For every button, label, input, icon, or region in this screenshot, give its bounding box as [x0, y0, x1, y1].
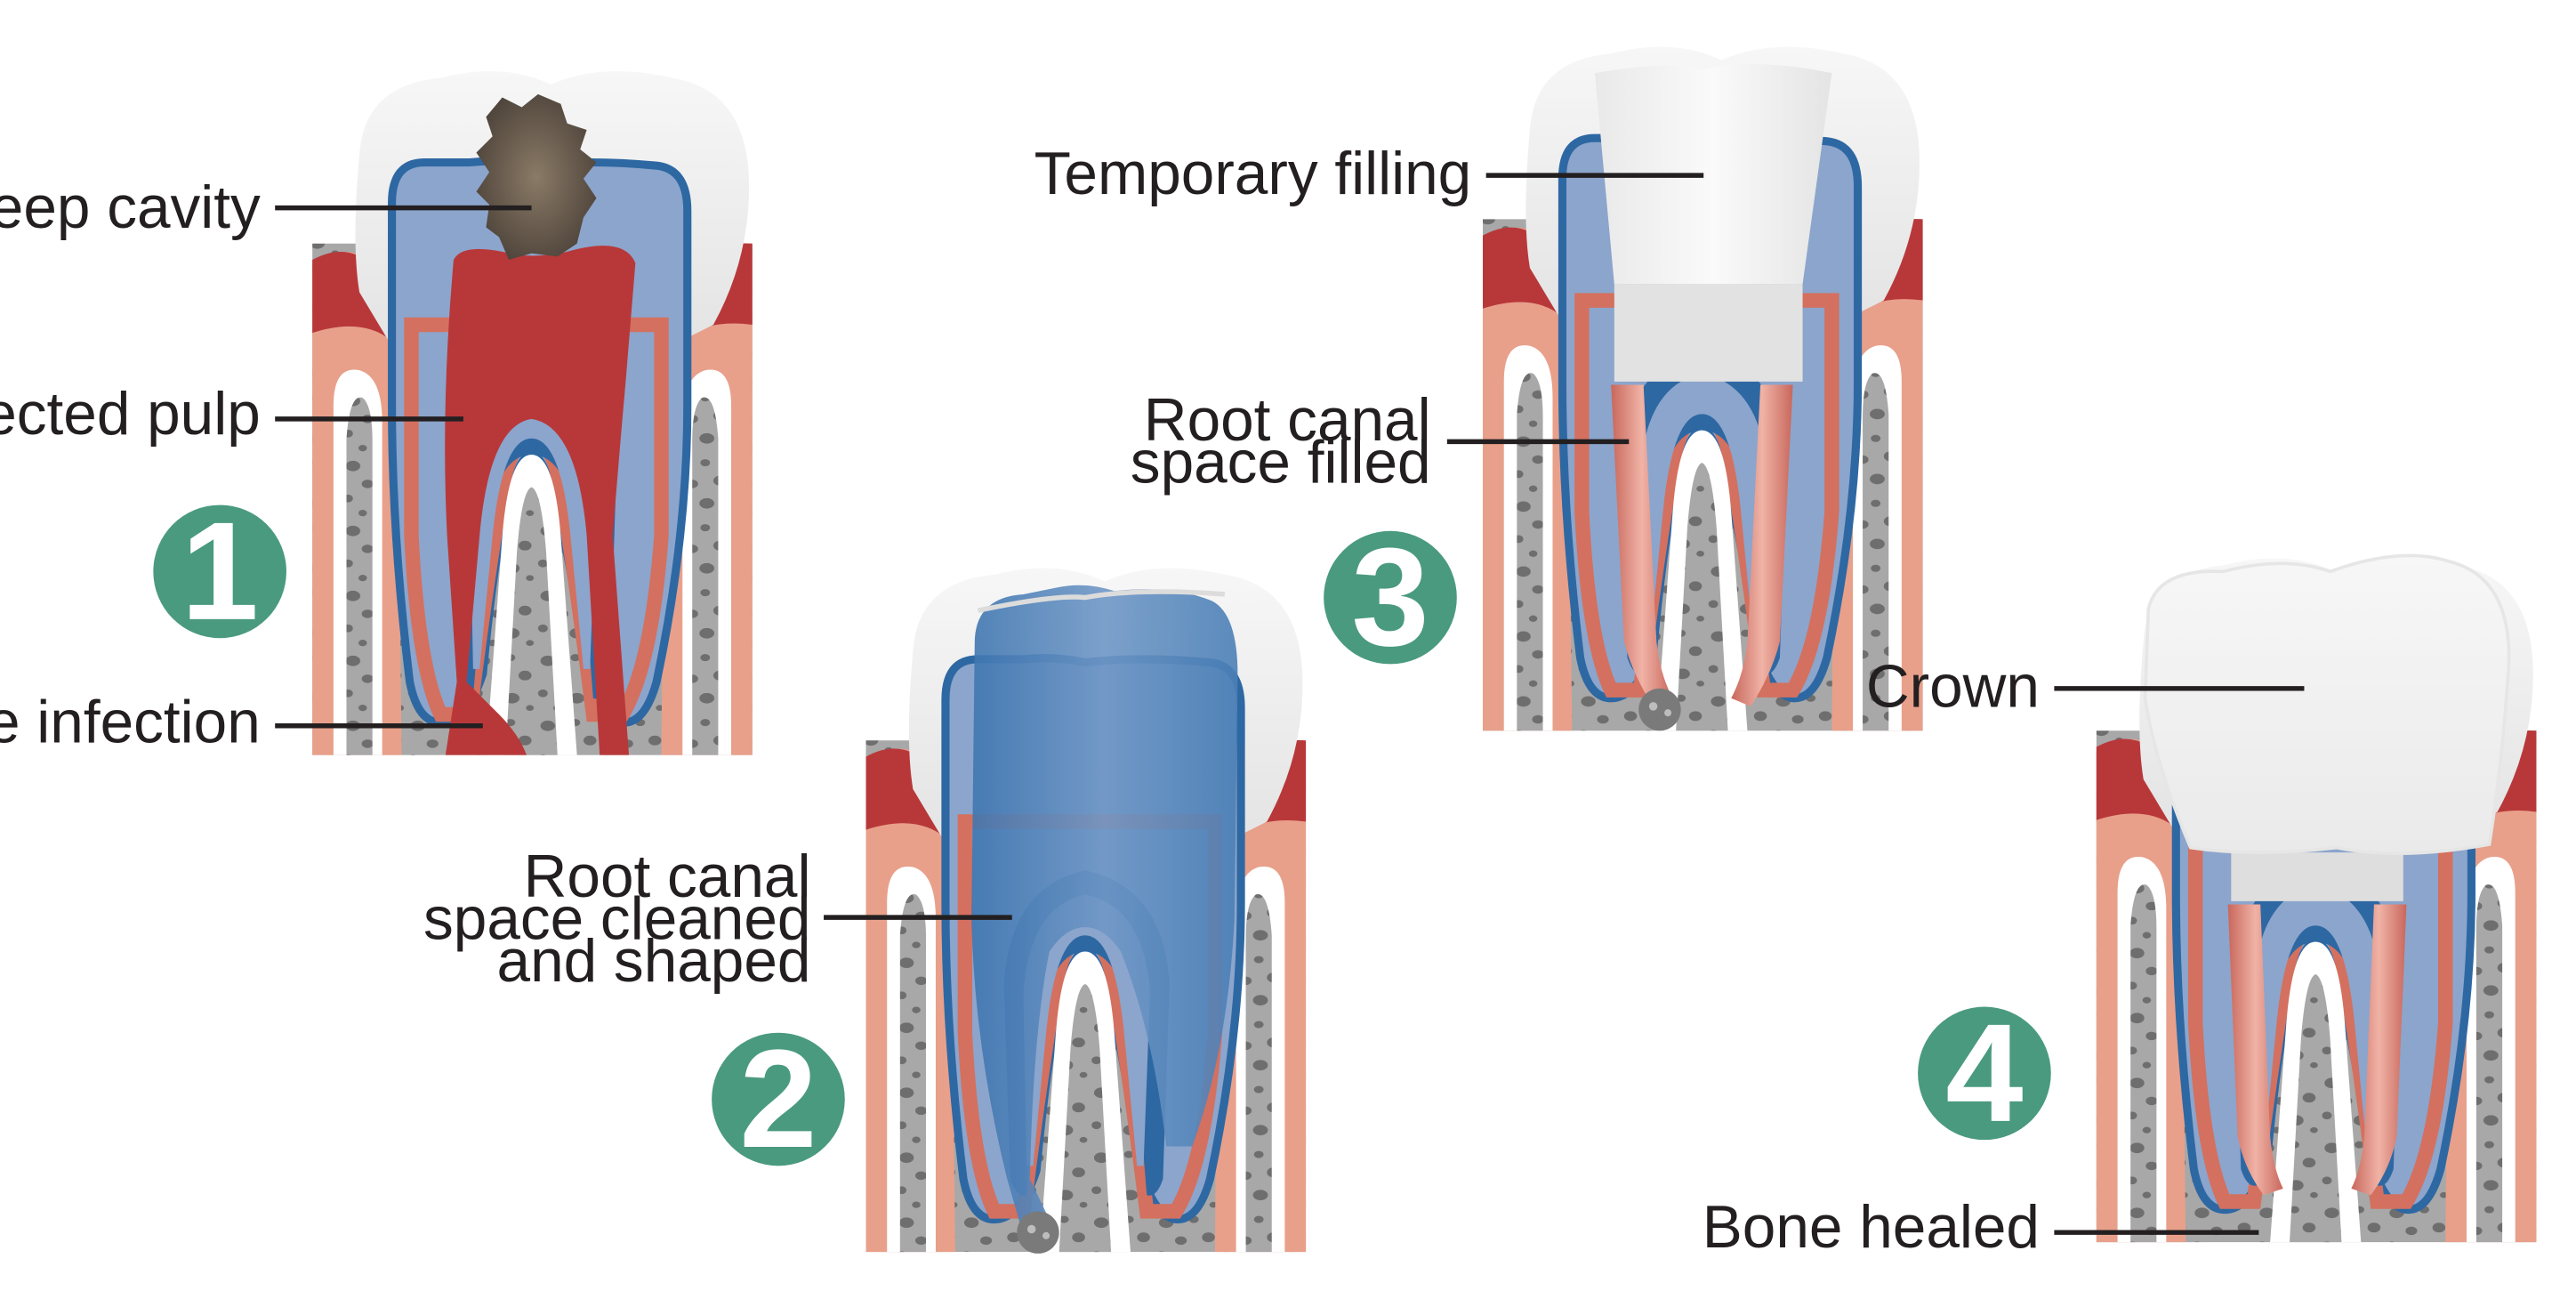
step-3-panel: 3 Temporary filling Root canal space fil… — [1034, 47, 1923, 731]
step-1-panel: 1 Deep cavity Infected pulp Bone infecti… — [0, 71, 753, 756]
infected-pulp — [445, 246, 636, 755]
label-bone-infection: Bone infection — [0, 690, 261, 756]
deep-cavity — [476, 93, 597, 260]
label-infected-pulp: Infected pulp — [0, 381, 261, 448]
step-3-number: 3 — [1351, 520, 1429, 675]
label-cleaned-line-1: Root canal — [524, 843, 811, 910]
label-deep-cavity: Deep cavity — [0, 174, 261, 241]
step-4-number: 4 — [1945, 996, 2023, 1151]
label-cleaned-line-2: space cleaned — [423, 885, 810, 952]
cleaned-canal — [971, 585, 1238, 1225]
temporary-filling — [1594, 63, 1832, 285]
label-filled-line-2: space filled — [1131, 430, 1431, 496]
crown — [2143, 553, 2511, 855]
step-4-badge — [1918, 1006, 2051, 1141]
label-cleaned-line-3: and shaped — [497, 928, 811, 995]
step-1-number: 1 — [181, 494, 259, 650]
step-2-badge — [712, 1032, 845, 1166]
label-temporary-filling: Temporary filling — [1034, 141, 1472, 207]
label-filled-line-1: Root canal — [1144, 387, 1431, 454]
step-2-number: 2 — [739, 1021, 817, 1177]
step-2-panel: 2 Root canal space cleaned and shaped — [423, 568, 1306, 1253]
step-4-panel: 4 Crown Bone healed — [1703, 555, 2537, 1261]
label-crown: Crown — [1866, 653, 2040, 720]
label-bone-healed: Bone healed — [1703, 1194, 2040, 1261]
step-3-badge — [1324, 530, 1457, 665]
step-1-badge — [153, 504, 286, 639]
